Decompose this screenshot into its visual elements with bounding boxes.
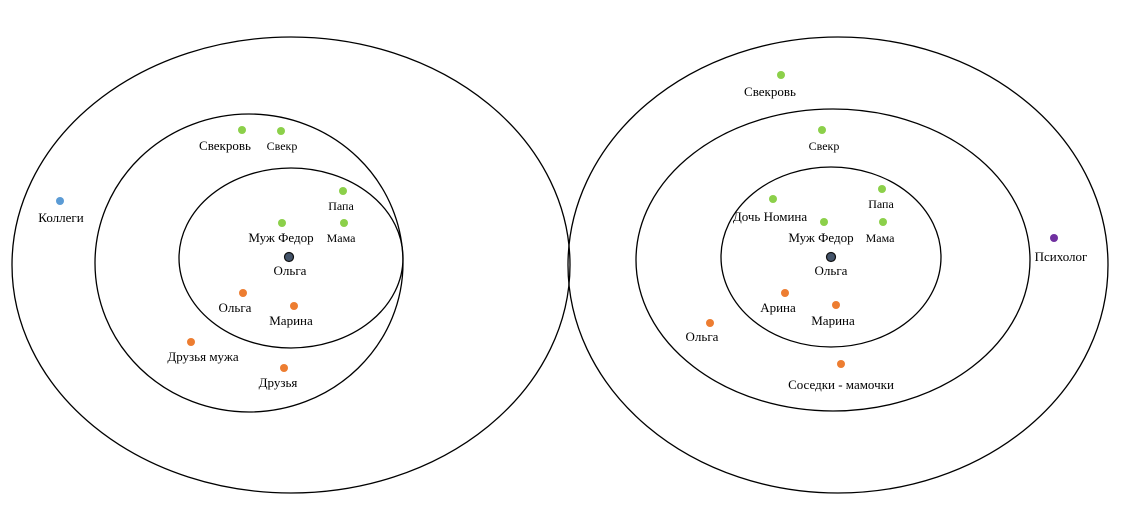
middle-ring [94, 113, 404, 413]
left-person-label-2: Папа [328, 199, 354, 213]
left-person-dot-9 [56, 197, 64, 205]
right-person-dot-0 [777, 71, 785, 79]
right-person-label-9: Соседки - мамочки [788, 377, 894, 392]
right-person-dot-2 [769, 195, 777, 203]
left-person-label-5: Ольга [219, 300, 252, 315]
left-person-dot-3 [278, 219, 286, 227]
right-person-label-4: Муж Федор [788, 230, 853, 245]
right-person-dot-5 [879, 218, 887, 226]
right-person-label-2: Дочь Номина [733, 209, 808, 224]
right-person-label-1: Свекр [809, 139, 840, 153]
left-person-dot-1 [277, 127, 285, 135]
right-person-dot-9 [837, 360, 845, 368]
right-person-dot-4 [820, 218, 828, 226]
right-person-label-5: Мама [866, 231, 896, 245]
left-person-label-1: Свекр [267, 139, 298, 153]
right-person-label-7: Марина [811, 313, 855, 328]
right-person-dot-7 [832, 301, 840, 309]
left-person-dot-0 [238, 126, 246, 134]
diagram-left [11, 36, 571, 494]
left-person-label-0: Свекровь [199, 138, 251, 153]
left-person-label-6: Марина [269, 313, 313, 328]
left-person-dot-6 [290, 302, 298, 310]
left-person-label-9: Коллеги [38, 210, 83, 225]
right-person-label-10: Психолог [1035, 249, 1088, 264]
right-person-label-3: Папа [868, 197, 894, 211]
left-person-dot-2 [339, 187, 347, 195]
right-self-node [825, 251, 837, 263]
inner-ring [178, 167, 404, 349]
middle-ring [635, 108, 1031, 412]
left-person-dot-7 [187, 338, 195, 346]
right-person-dot-1 [818, 126, 826, 134]
left-person-label-7: Друзья мужа [167, 349, 239, 364]
diagram-right [567, 36, 1109, 494]
left-person-label-3: Муж Федор [248, 230, 313, 245]
inner-ring [720, 166, 942, 348]
right-person-dot-10 [1050, 234, 1058, 242]
left-person-label-4: Мама [327, 231, 357, 245]
outer-ring [11, 36, 571, 494]
right-person-label-6: Арина [760, 300, 796, 315]
right-person-dot-6 [781, 289, 789, 297]
right-person-label-0: Свекровь [744, 84, 796, 99]
left-self-node [283, 251, 295, 263]
outer-ring [567, 36, 1109, 494]
right-person-dot-3 [878, 185, 886, 193]
right-person-dot-8 [706, 319, 714, 327]
left-person-dot-4 [340, 219, 348, 227]
right-self-label: Ольга [815, 263, 848, 278]
left-self-label: Ольга [274, 263, 307, 278]
left-person-dot-5 [239, 289, 247, 297]
right-person-label-8: Ольга [686, 329, 719, 344]
left-person-dot-8 [280, 364, 288, 372]
left-person-label-8: Друзья [259, 375, 298, 390]
